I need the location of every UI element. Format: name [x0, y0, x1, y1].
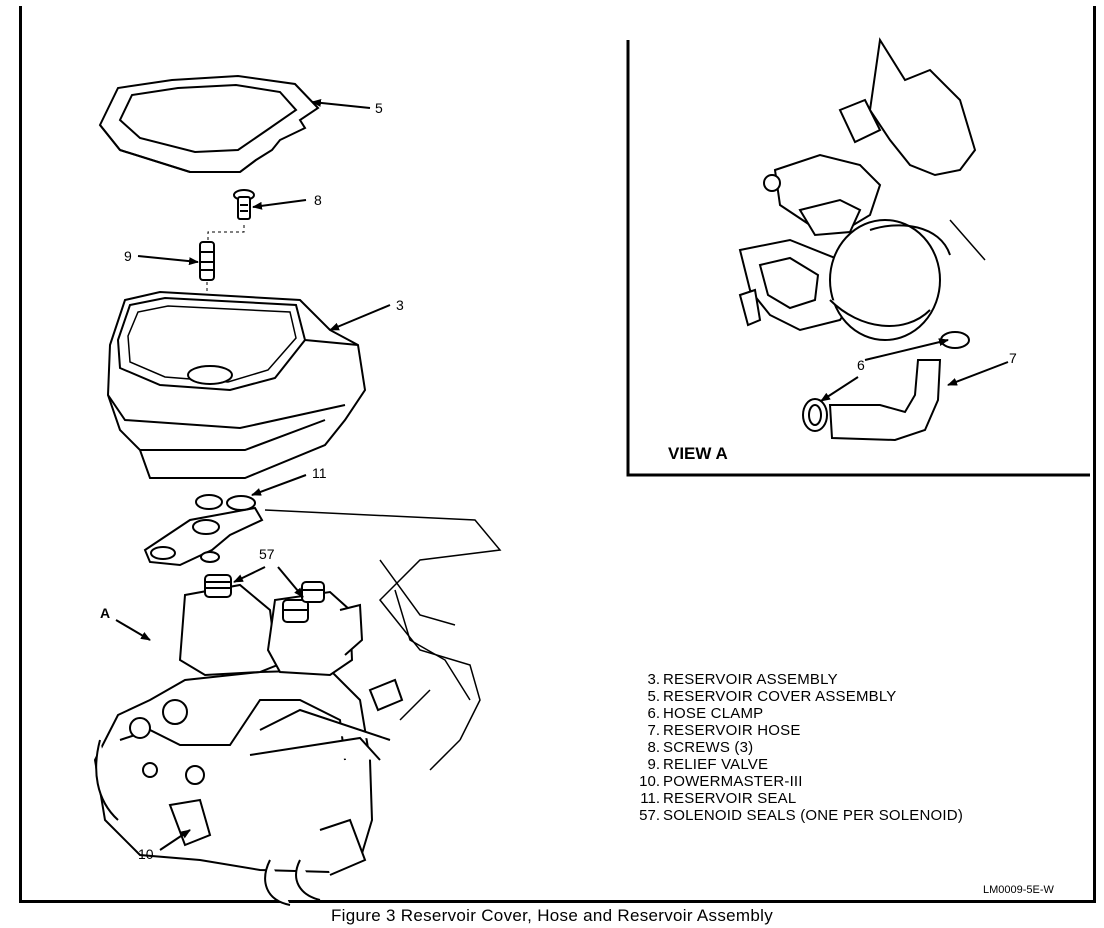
callout-8: 8	[314, 192, 322, 208]
view-a-frame	[626, 40, 1090, 477]
legend-label: POWERMASTER-III	[663, 773, 803, 790]
callout-57: 57	[259, 546, 275, 562]
legend-item: 10.POWERMASTER-III	[634, 773, 963, 790]
reservoir-seal	[143, 494, 264, 567]
leader-6b	[864, 338, 949, 361]
legend-item: 7.RESERVOIR HOSE	[634, 722, 963, 739]
parts-legend: 3.RESERVOIR ASSEMBLY 5.RESERVOIR COVER A…	[634, 671, 963, 824]
legend-item: 5.RESERVOIR COVER ASSEMBLY	[634, 688, 963, 705]
leader-9	[137, 255, 199, 266]
legend-item: 8.SCREWS (3)	[634, 739, 963, 756]
callout-7: 7	[1009, 350, 1017, 366]
view-a-label: VIEW A	[668, 444, 728, 463]
legend-label: SOLENOID SEALS (ONE PER SOLENOID)	[663, 807, 964, 824]
legend-item: 9.RELIEF VALVE	[634, 756, 963, 773]
callout-5: 5	[375, 100, 383, 116]
callout-3: 3	[396, 297, 404, 313]
legend-item: 57.SOLENOID SEALS (ONE PER SOLENOID)	[634, 807, 963, 824]
callout-9: 9	[124, 248, 132, 264]
leader-7	[947, 361, 1009, 386]
leader-11	[251, 474, 307, 496]
callout-11: 11	[312, 465, 327, 481]
legend-item: 11.RESERVOIR SEAL	[634, 790, 963, 807]
legend-number: 3.	[647, 671, 660, 688]
legend-item: 3.RESERVOIR ASSEMBLY	[634, 671, 963, 688]
legend-number: 57.	[639, 807, 660, 824]
legend-label: RESERVOIR HOSE	[663, 722, 801, 739]
powermaster-unit	[93, 574, 404, 906]
figure-caption: Figure 3 Reservoir Cover, Hose and Reser…	[330, 906, 773, 925]
reservoir-cover	[98, 74, 320, 173]
leader-A	[115, 619, 151, 641]
legend-label: HOSE CLAMP	[663, 705, 764, 722]
callout-6: 6	[857, 357, 865, 373]
leader-5	[311, 98, 371, 109]
legend-label: RELIEF VALVE	[663, 756, 769, 773]
legend-label: RESERVOIR SEAL	[663, 790, 797, 807]
leader-6	[820, 376, 859, 402]
relief-valve	[199, 241, 215, 281]
legend-number: 8.	[647, 739, 660, 756]
view-a-drawing	[738, 37, 986, 341]
legend-label: RESERVOIR ASSEMBLY	[663, 671, 838, 688]
vehicle-outline	[264, 509, 502, 771]
callout-10: 10	[138, 846, 154, 862]
legend-number: 6.	[647, 705, 660, 722]
leader-3	[329, 304, 391, 331]
legend-number: 10.	[639, 773, 660, 790]
leader-57b	[277, 566, 304, 598]
legend-number: 7.	[647, 722, 660, 739]
screw	[233, 189, 255, 220]
reservoir-hose	[828, 359, 942, 442]
figure-code: LM0009-5E-W	[983, 884, 1054, 896]
legend-number: 5.	[647, 688, 660, 705]
legend-label: RESERVOIR COVER ASSEMBLY	[663, 688, 897, 705]
reservoir	[106, 290, 367, 479]
leader-57a	[233, 566, 266, 583]
figure-frame	[19, 6, 1096, 903]
leader-10	[159, 829, 191, 851]
legend-number: 9.	[647, 756, 660, 773]
legend-label: SCREWS (3)	[663, 739, 754, 756]
callout-A: A	[100, 605, 111, 621]
legend-number: 11.	[640, 790, 660, 807]
leader-8	[252, 199, 307, 210]
legend-item: 6.HOSE CLAMP	[634, 705, 963, 722]
